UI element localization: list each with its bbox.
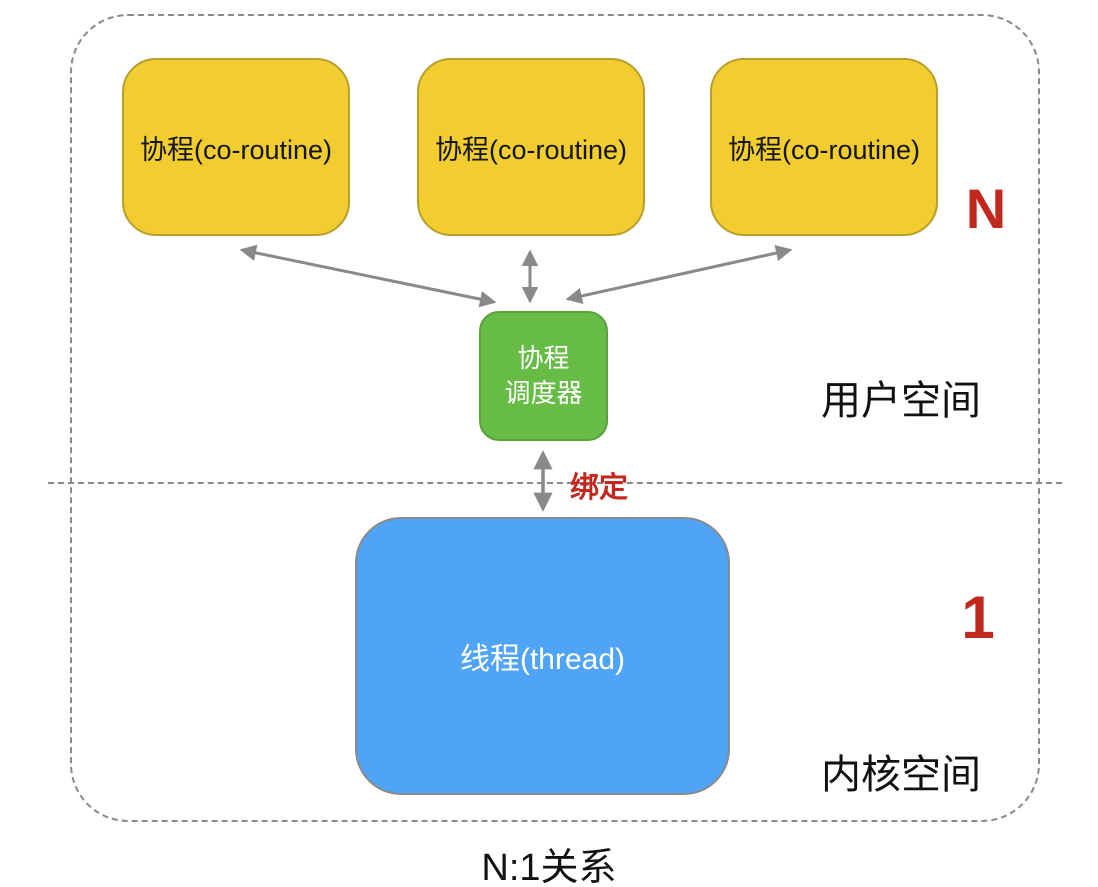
outer-boundary bbox=[70, 14, 1040, 822]
kernel-space-label: 内核空间 bbox=[821, 753, 981, 797]
scheduler-box: 协程 调度器 bbox=[479, 311, 608, 441]
one-count-label: 1 bbox=[961, 584, 995, 651]
coroutine-box-label: 协程(co-routine) bbox=[434, 134, 628, 165]
space-divider-line bbox=[48, 482, 1062, 484]
user-space-label: 用户空间 bbox=[821, 379, 981, 423]
caption: N:1关系 bbox=[481, 847, 617, 887]
coroutine-box: 协程(co-routine) bbox=[122, 58, 350, 236]
coroutine-box: 协程(co-routine) bbox=[710, 58, 938, 236]
thread-box: 线程(thread) bbox=[355, 517, 730, 795]
thread-label: 线程(thread) bbox=[459, 643, 626, 676]
binding-label: 绑定 bbox=[570, 472, 629, 504]
n-count-label: N bbox=[965, 177, 1007, 240]
scheduler-label: 协程 调度器 bbox=[504, 342, 583, 408]
coroutine-box: 协程(co-routine) bbox=[417, 58, 645, 236]
coroutine-box-label: 协程(co-routine) bbox=[139, 134, 333, 165]
coroutine-box-label: 协程(co-routine) bbox=[727, 134, 921, 165]
